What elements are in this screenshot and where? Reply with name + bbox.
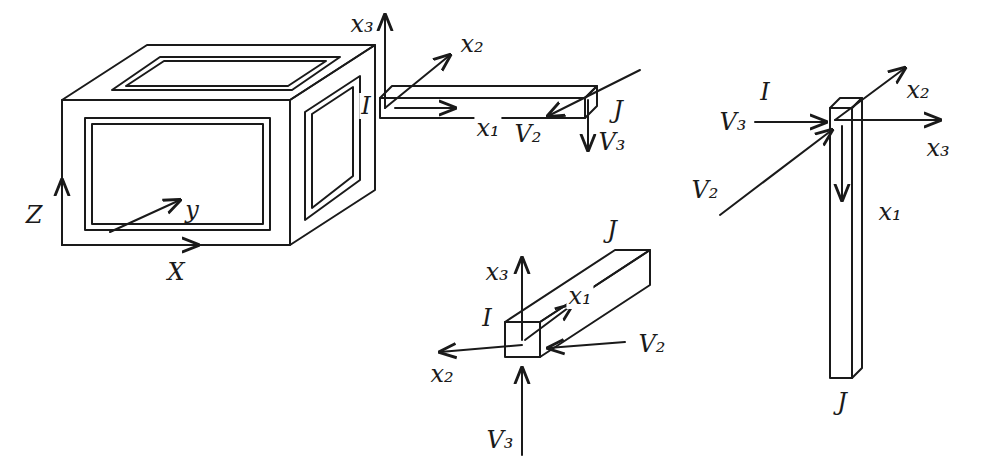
axis-label: x₃ bbox=[348, 11, 375, 37]
force-label: V₂ bbox=[513, 121, 544, 147]
axis-label: x₂ bbox=[428, 361, 455, 387]
axis-label: x₂ bbox=[458, 31, 485, 57]
force-label: V₂ bbox=[637, 331, 668, 357]
beam-element bbox=[380, 86, 597, 118]
local-axes bbox=[440, 258, 625, 455]
axis-label: X bbox=[165, 259, 186, 285]
beam-element bbox=[830, 98, 862, 378]
force-label: V₂ bbox=[690, 177, 721, 203]
beam-element bbox=[505, 250, 650, 357]
axis-label: x₁ bbox=[474, 115, 501, 141]
force-label: V₃ bbox=[597, 129, 628, 155]
axis-label: y bbox=[183, 197, 201, 223]
end-label: J bbox=[611, 97, 625, 123]
axis-label: x₃ bbox=[924, 135, 951, 161]
axis-label: x₂ bbox=[904, 77, 931, 103]
axis-label: x₁ bbox=[566, 283, 593, 309]
global-axes bbox=[62, 180, 198, 245]
axis-label: x₁ bbox=[876, 199, 903, 225]
force-label: V₃ bbox=[485, 427, 516, 453]
force-label: V₃ bbox=[718, 109, 749, 135]
axis-label: x₃ bbox=[483, 259, 510, 285]
end-label: J bbox=[605, 217, 619, 243]
cube-frame bbox=[62, 45, 375, 245]
end-label: J bbox=[835, 389, 849, 415]
end-label: I bbox=[359, 93, 372, 119]
axis-label: Z bbox=[24, 202, 45, 228]
local-axes bbox=[720, 68, 940, 215]
end-label: I bbox=[480, 305, 493, 331]
end-label: I bbox=[758, 79, 771, 105]
